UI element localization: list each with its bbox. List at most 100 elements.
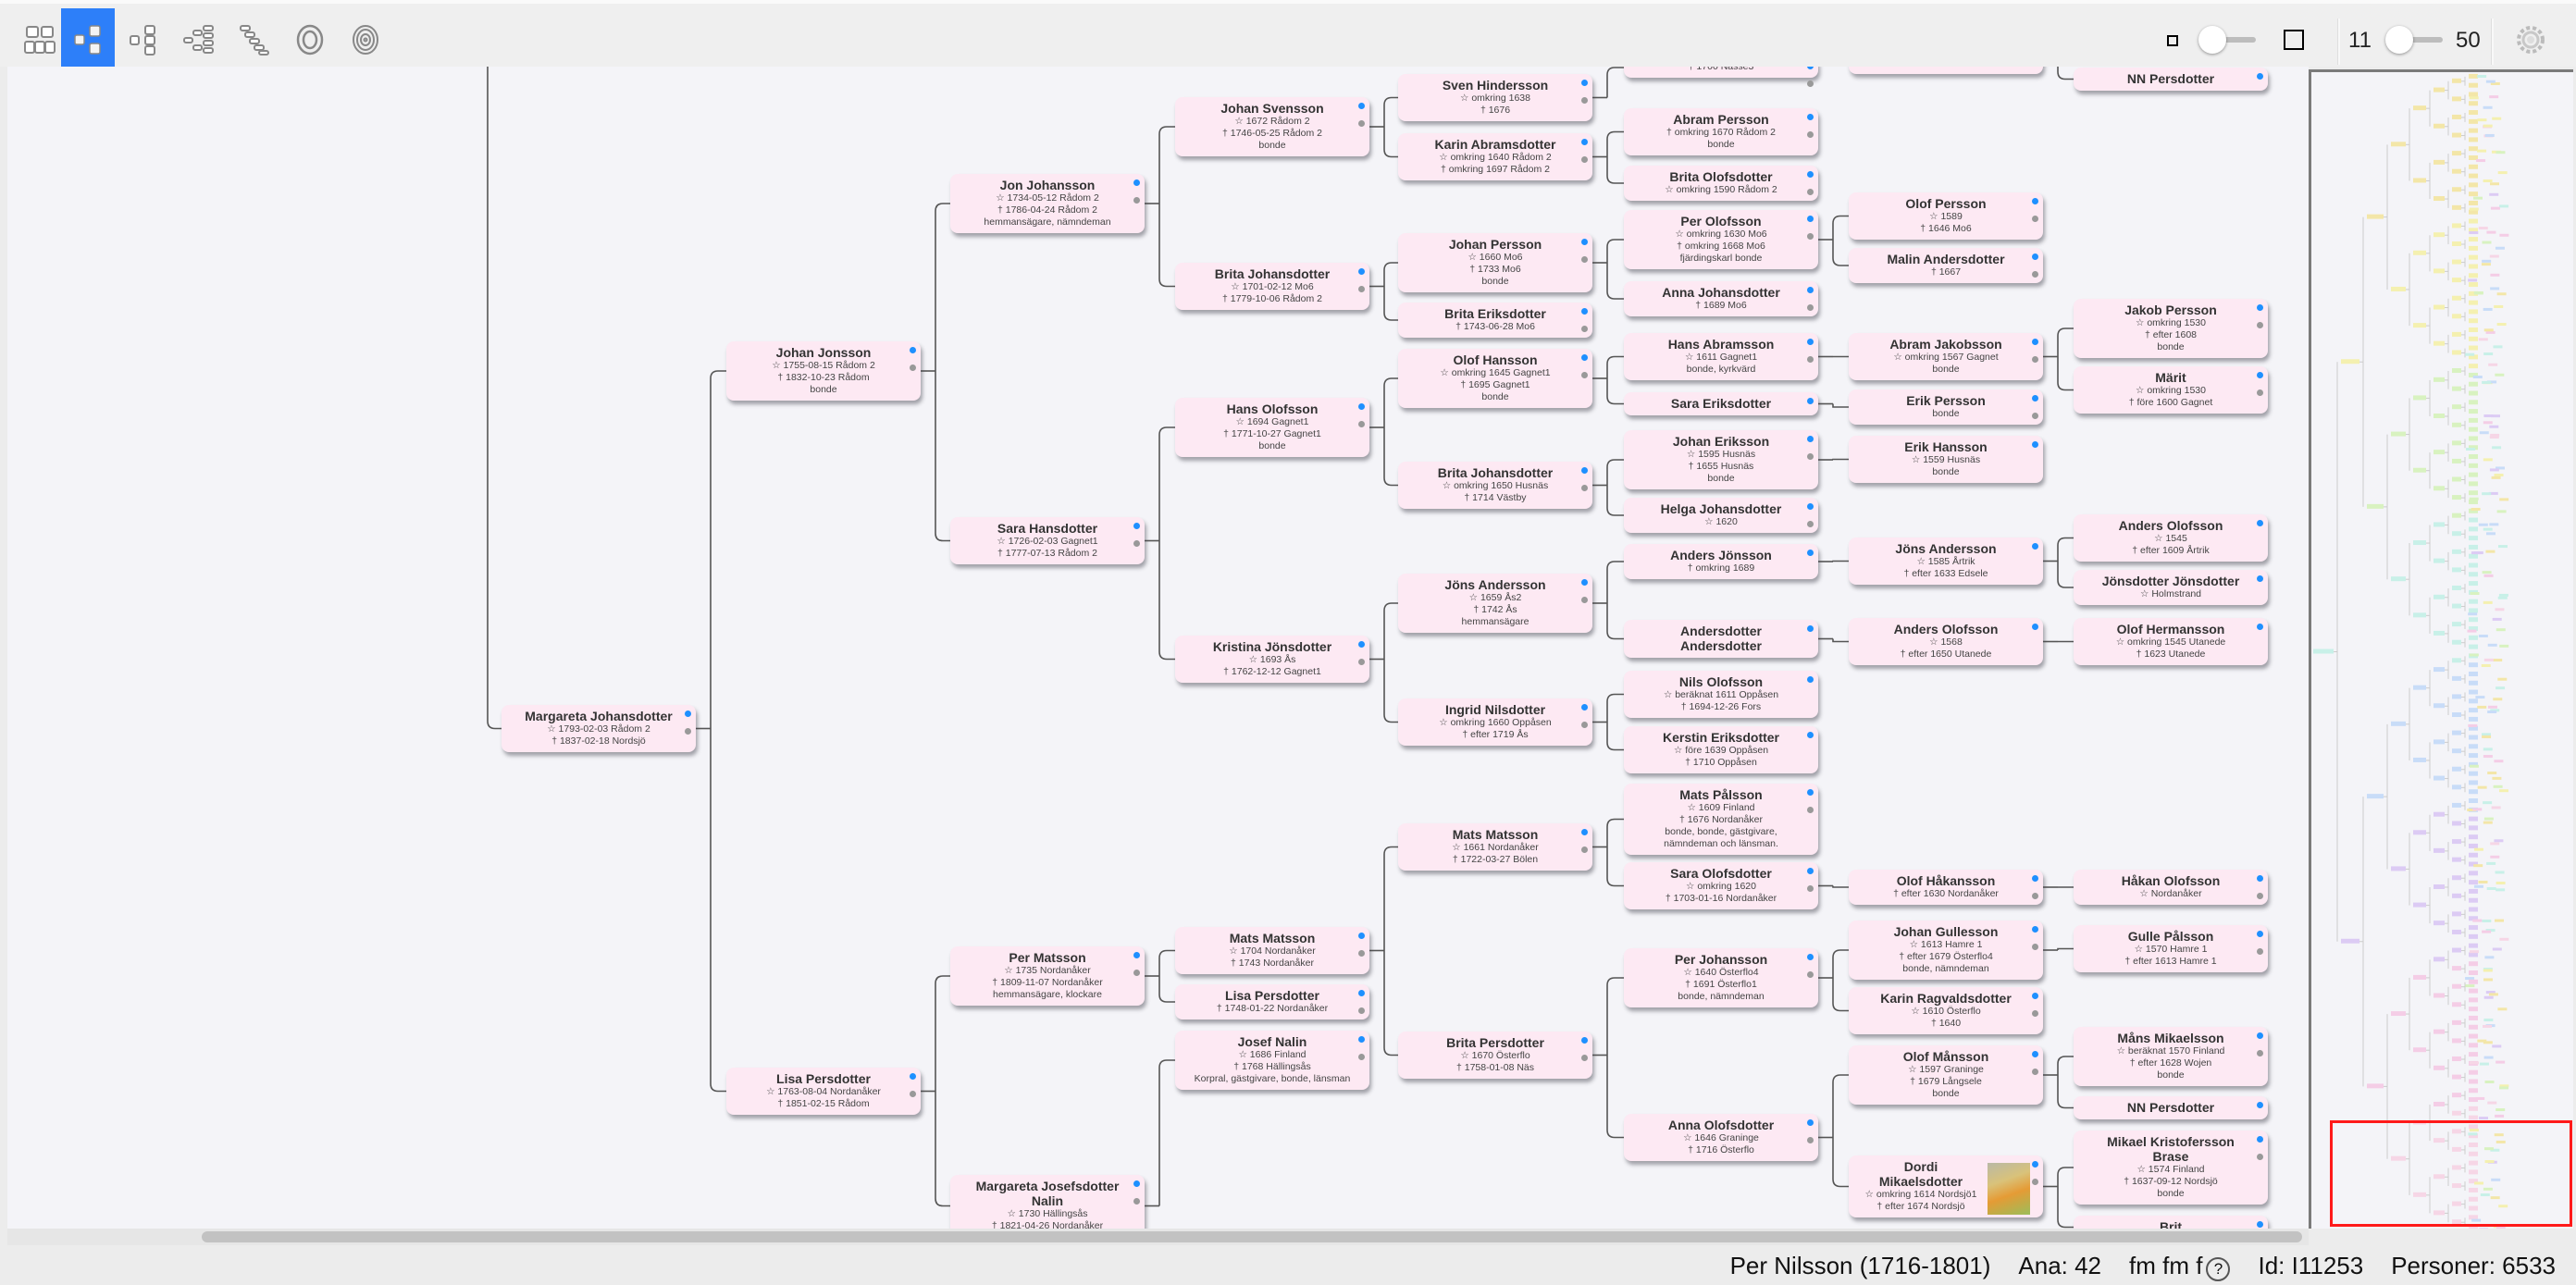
expand-dot-icon[interactable] — [910, 364, 916, 371]
person-card[interactable]: † 1700 Nässe3 — [1624, 67, 1818, 87]
info-dot-icon[interactable] — [1807, 216, 1814, 222]
info-dot-icon[interactable] — [1807, 114, 1814, 120]
person-card[interactable]: Josef Nalin☆ 1686 Finland† 1768 Hällings… — [1175, 1031, 1369, 1090]
person-card[interactable]: Sara Olofsdotter☆ omkring 1620† 1703-01-… — [1624, 862, 1818, 909]
person-card[interactable]: Olof Persson☆ 1589† 1646 Mo6 — [1849, 192, 2043, 240]
person-card[interactable]: Sara Hansdotter☆ 1726-02-03 Gagnet1† 177… — [950, 517, 1145, 564]
person-card[interactable]: Olof Månsson☆ 1597 Graninge† 1679 Långse… — [1849, 1045, 2043, 1105]
view-fan-chart-button[interactable] — [283, 8, 337, 71]
person-card[interactable]: Margareta Josefsdotter Nalin☆ 1730 Hälli… — [950, 1175, 1145, 1229]
info-dot-icon[interactable] — [1133, 952, 1140, 958]
person-card[interactable]: Anna Olofsdotter☆ 1646 Graninge† 1716 Ös… — [1624, 1114, 1818, 1161]
info-dot-icon[interactable] — [1581, 1037, 1588, 1044]
view-staircase-button[interactable] — [228, 8, 281, 71]
expand-dot-icon[interactable] — [1133, 197, 1140, 204]
view-ancestor-tree-button[interactable] — [61, 8, 115, 71]
person-card[interactable]: Anders Olofsson☆ 1545† efter 1609 Årtrik — [2074, 514, 2268, 562]
expand-dot-icon[interactable] — [2032, 1069, 2038, 1075]
person-card[interactable]: Anders Jönsson† omkring 1689 — [1624, 544, 1818, 579]
expand-dot-icon[interactable] — [2257, 322, 2263, 328]
expand-dot-icon[interactable] — [2257, 948, 2263, 955]
info-dot-icon[interactable] — [1807, 550, 1814, 556]
info-dot-icon[interactable] — [1133, 1180, 1140, 1187]
expand-dot-icon[interactable] — [1581, 722, 1588, 728]
person-card[interactable]: Mats Pålsson☆ 1609 Finland† 1676 Nordanå… — [1624, 784, 1818, 855]
person-card[interactable]: Brita Johansdotter☆ 1701-02-12 Mo6† 1779… — [1175, 263, 1369, 310]
expand-dot-icon[interactable] — [1807, 304, 1814, 311]
expand-dot-icon[interactable] — [2032, 1010, 2038, 1017]
expand-dot-icon[interactable] — [1581, 846, 1588, 853]
view-ancestor-wide-button[interactable] — [172, 8, 226, 71]
expand-dot-icon[interactable] — [1581, 326, 1588, 332]
person-card[interactable]: Anders Olofsson☆ 1568† efter 1650 Utaned… — [1849, 618, 2043, 665]
generations-slider[interactable] — [2385, 26, 2452, 54]
expand-dot-icon[interactable] — [1581, 372, 1588, 378]
info-dot-icon[interactable] — [1581, 239, 1588, 245]
expand-dot-icon[interactable] — [1358, 120, 1365, 127]
info-dot-icon[interactable] — [1807, 1119, 1814, 1126]
info-dot-icon[interactable] — [2032, 926, 2038, 933]
person-card[interactable]: Brita Eriksdotter† 1743-06-28 Mo6 — [1398, 303, 1592, 338]
expand-dot-icon[interactable] — [1581, 1055, 1588, 1061]
info-dot-icon[interactable] — [1807, 171, 1814, 178]
expand-dot-icon[interactable] — [1807, 807, 1814, 813]
settings-button[interactable] — [2515, 24, 2546, 56]
expand-dot-icon[interactable] — [2257, 1050, 2263, 1056]
info-dot-icon[interactable] — [1581, 354, 1588, 361]
person-card[interactable]: Brit — [2074, 1216, 2268, 1229]
info-dot-icon[interactable] — [1581, 467, 1588, 474]
person-card[interactable]: Ingrid Nilsdotter☆ omkring 1660 Oppåsen†… — [1398, 698, 1592, 746]
info-dot-icon[interactable] — [1358, 103, 1365, 109]
person-card[interactable]: Johan Gullesson☆ 1613 Hamre 1† efter 167… — [1849, 921, 2043, 980]
info-dot-icon[interactable] — [910, 1073, 916, 1080]
expand-dot-icon[interactable] — [1581, 97, 1588, 104]
expand-dot-icon[interactable] — [1807, 131, 1814, 138]
info-dot-icon[interactable] — [2257, 575, 2263, 582]
info-dot-icon[interactable] — [1581, 308, 1588, 315]
person-card[interactable]: Per Matsson☆ 1735 Nordanåker† 1809-11-07… — [950, 946, 1145, 1006]
person-card[interactable]: Lisa Persdotter☆ 1763-08-04 Nordanåker† … — [726, 1068, 921, 1115]
expand-dot-icon[interactable] — [2032, 944, 2038, 950]
person-card[interactable]: Per Johansson☆ 1640 Österflo4† 1691 Öste… — [1624, 948, 1818, 1007]
expand-dot-icon[interactable] — [2032, 893, 2038, 899]
info-dot-icon[interactable] — [2257, 1032, 2263, 1039]
help-icon[interactable]: ? — [2206, 1256, 2231, 1281]
expand-dot-icon[interactable] — [1807, 189, 1814, 195]
info-dot-icon[interactable] — [1358, 268, 1365, 275]
expand-dot-icon[interactable] — [1358, 421, 1365, 427]
person-card[interactable]: Andersdotter Andersdotter — [1624, 620, 1818, 658]
info-dot-icon[interactable] — [1581, 829, 1588, 835]
expand-dot-icon[interactable] — [685, 728, 691, 735]
expand-dot-icon[interactable] — [1807, 971, 1814, 978]
info-dot-icon[interactable] — [2257, 931, 2263, 937]
expand-dot-icon[interactable] — [1133, 970, 1140, 976]
person-card[interactable]: Sara Eriksdotter — [1624, 392, 1818, 415]
person-card[interactable]: Hans Olofsson☆ 1694 Gagnet1† 1771-10-27 … — [1175, 398, 1369, 457]
person-card[interactable]: Mats Matsson☆ 1704 Nordanåker† 1743 Nord… — [1175, 927, 1369, 974]
person-card[interactable]: NN Persdotter — [2074, 68, 2268, 91]
person-card[interactable]: Jöns Andersson☆ 1585 Årtrik† efter 1633 … — [1849, 537, 2043, 585]
person-card[interactable]: Anna Johansdotter† 1689 Mo6 — [1624, 281, 1818, 316]
person-card[interactable]: NN Persdotter — [2074, 1096, 2268, 1119]
person-card[interactable]: Brita Persdotter☆ 1670 Österflo† 1758-01… — [1398, 1032, 1592, 1079]
info-dot-icon[interactable] — [1358, 990, 1365, 996]
slider-knob[interactable] — [2385, 26, 2413, 54]
info-dot-icon[interactable] — [1358, 933, 1365, 939]
person-card[interactable]: Jon Johansson☆ 1734-05-12 Rådom 2† 1786-… — [950, 174, 1145, 233]
person-card[interactable]: Mikael Kristofersson Brase☆ 1574 Finland… — [2074, 1131, 2268, 1205]
expand-dot-icon[interactable] — [1807, 453, 1814, 460]
info-dot-icon[interactable] — [1581, 704, 1588, 710]
info-dot-icon[interactable] — [2257, 1102, 2263, 1108]
expand-dot-icon[interactable] — [1581, 256, 1588, 263]
expand-dot-icon[interactable] — [1807, 356, 1814, 363]
expand-dot-icon[interactable] — [1807, 1137, 1814, 1143]
person-card[interactable]: Kristina Jönsdotter☆ 1693 Ås† 1762-12-12… — [1175, 636, 1369, 683]
info-dot-icon[interactable] — [2032, 993, 2038, 999]
person-card[interactable]: Gulle Pålsson☆ 1570 Hamre 1† efter 1613 … — [2074, 925, 2268, 972]
info-dot-icon[interactable] — [1807, 954, 1814, 960]
